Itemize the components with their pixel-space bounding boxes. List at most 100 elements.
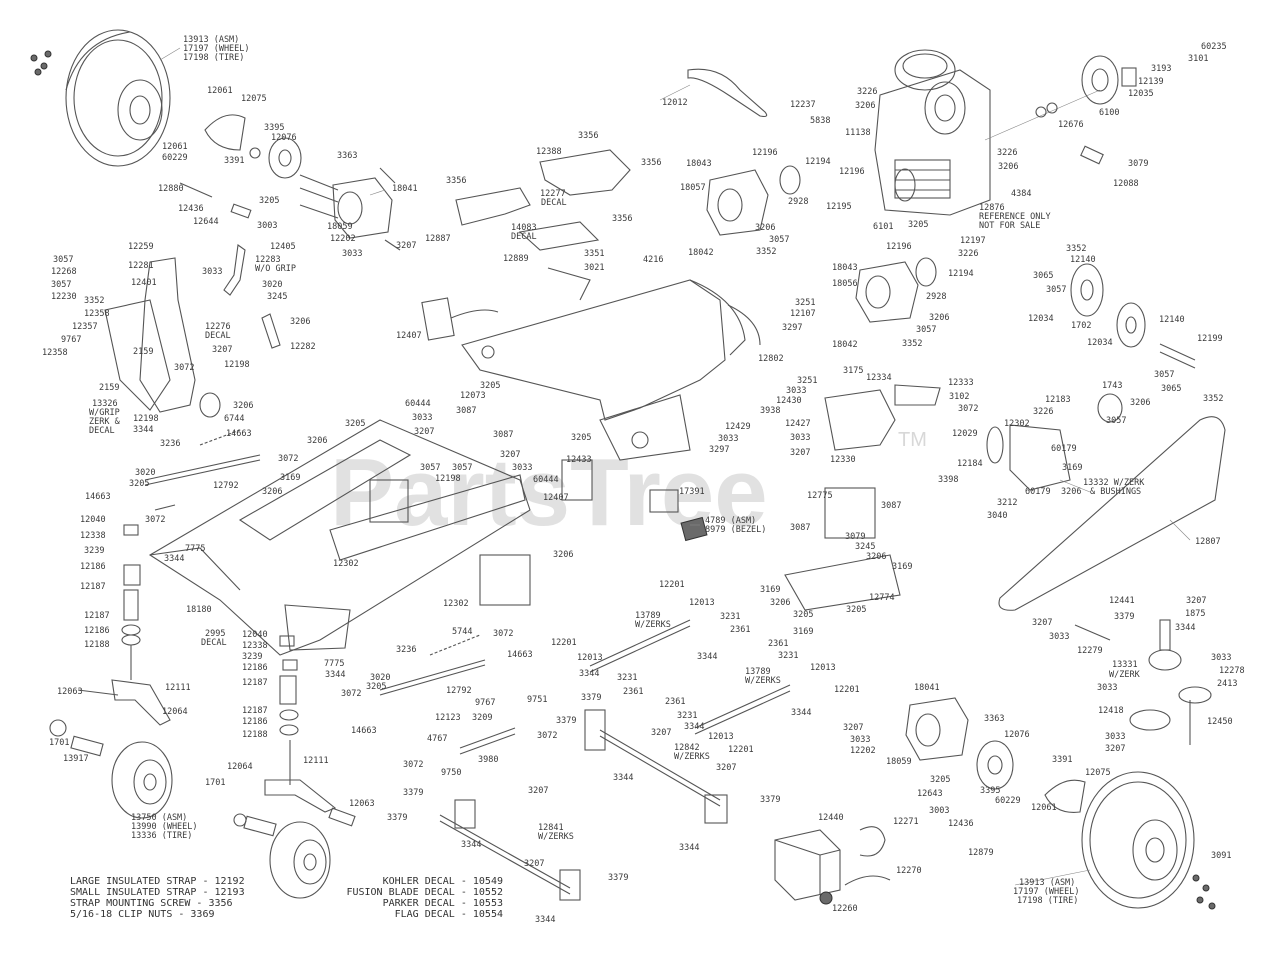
part-label: NOT FOR SALE	[979, 221, 1040, 231]
part-label: 12188	[84, 640, 110, 650]
part-label: 12061	[162, 142, 188, 152]
part-label: 13913 (ASM)	[183, 35, 239, 45]
part-label: 3057	[53, 255, 73, 265]
rear-tire-left	[30, 29, 171, 167]
part-label: 2928	[926, 292, 946, 302]
part-label: 12436	[948, 819, 974, 829]
part-label: 13750 (ASM)	[131, 813, 187, 823]
part-label: 12107	[790, 309, 816, 319]
part-label: 12013	[577, 653, 603, 663]
part-label: 12139	[1138, 77, 1164, 87]
part-label: 12076	[271, 133, 297, 143]
part-label: 1702	[1071, 321, 1091, 331]
part-label: 3033	[790, 433, 810, 443]
part-label: 12357	[72, 322, 98, 332]
part-label: 12186	[242, 663, 268, 673]
part-label: 3065	[1033, 271, 1053, 281]
note-small-strap: SMALL INSULATED STRAP - 12193	[70, 887, 245, 898]
part-label: 14663	[226, 429, 252, 439]
part-label: 3207	[212, 345, 232, 355]
part-label: 3344	[791, 708, 811, 718]
part-label: 12040	[80, 515, 106, 525]
part-label: 12196	[752, 148, 778, 158]
part-label: 3206	[929, 313, 949, 323]
part-label: 3207	[528, 786, 548, 796]
part-label: 12388	[536, 147, 562, 157]
part-label: 1701	[49, 738, 69, 748]
deck-idler-right	[1074, 619, 1212, 745]
part-label: 3169	[760, 585, 780, 595]
part-label: 3245	[855, 542, 875, 552]
part-label: DECAL	[205, 331, 231, 341]
part-label: 12075	[1085, 768, 1111, 778]
part-label: 3072	[403, 760, 423, 770]
part-label: 3033	[1049, 632, 1069, 642]
part-label: 3057	[1106, 416, 1126, 426]
part-label: 3033	[1211, 653, 1231, 663]
part-label: 12063	[349, 799, 375, 809]
part-label: 3344	[164, 554, 184, 564]
part-label: 3033	[850, 735, 870, 745]
part-label: 3206	[1130, 398, 1150, 408]
drive-belt-top	[687, 68, 768, 118]
part-label: 12270	[896, 866, 922, 876]
part-label: 13913 (ASM)	[1019, 878, 1075, 888]
front-caster-left	[77, 524, 171, 726]
part-label: 12196	[839, 167, 865, 177]
part-label: 12887	[425, 234, 451, 244]
part-label: 12076	[1004, 730, 1030, 740]
part-label: 3057	[769, 235, 789, 245]
part-label: 3040	[987, 511, 1007, 521]
part-label: DECAL	[541, 198, 567, 208]
part-label: 12202	[850, 746, 876, 756]
part-label: 3344	[535, 915, 555, 925]
part-label: 3395	[264, 123, 284, 133]
part-label: 3072	[145, 515, 165, 525]
part-label: 13326	[92, 399, 118, 409]
part-label: 3033	[512, 463, 532, 473]
part-label: 12418	[1098, 706, 1124, 716]
part-label: 3072	[958, 404, 978, 414]
part-label: 11138	[845, 128, 871, 138]
part-label: ZERK &	[89, 417, 121, 427]
part-label: 12333	[948, 378, 974, 388]
part-label: 3175	[843, 366, 863, 376]
front-caster-right	[264, 635, 337, 813]
part-label: 3206	[855, 101, 875, 111]
part-label: 12230	[51, 292, 77, 302]
part-label: 12643	[917, 789, 943, 799]
part-label: 3072	[493, 629, 513, 639]
part-label: 18043	[832, 263, 858, 273]
part-label: 3344	[613, 773, 633, 783]
part-label: 13990 (WHEEL)	[131, 822, 198, 832]
part-label: 12436	[178, 204, 204, 214]
wheel-hub-assembly-left	[179, 114, 302, 219]
part-label: 3239	[242, 652, 262, 662]
part-label: W/GRIP	[89, 408, 120, 418]
part-label: 12140	[1159, 315, 1185, 325]
leader-lines	[159, 47, 1191, 886]
part-label: 3379	[608, 873, 628, 883]
part-label: 3205	[345, 419, 365, 429]
part-label: 3207	[1032, 618, 1052, 628]
part-label: 1743	[1102, 381, 1122, 391]
part-label: 18059	[886, 757, 912, 767]
part-label: 12194	[805, 157, 831, 167]
part-label: 3205	[259, 196, 279, 206]
part-label: 3206	[290, 317, 310, 327]
part-label: 60229	[995, 796, 1021, 806]
part-label: 12407	[396, 331, 422, 341]
part-label: 12237	[790, 100, 816, 110]
brackets-right	[784, 384, 1123, 611]
part-label: 18043	[686, 159, 712, 169]
part-label: 3087	[493, 430, 513, 440]
part-label: 12064	[162, 707, 188, 717]
part-label: 3065	[1161, 384, 1181, 394]
part-label: 12807	[1195, 537, 1221, 547]
part-label: 3363	[984, 714, 1004, 724]
part-label: 17198 (TIRE)	[183, 53, 244, 63]
part-label: 12440	[818, 813, 844, 823]
part-label: 12186	[84, 626, 110, 636]
part-label: 3021	[584, 263, 604, 273]
